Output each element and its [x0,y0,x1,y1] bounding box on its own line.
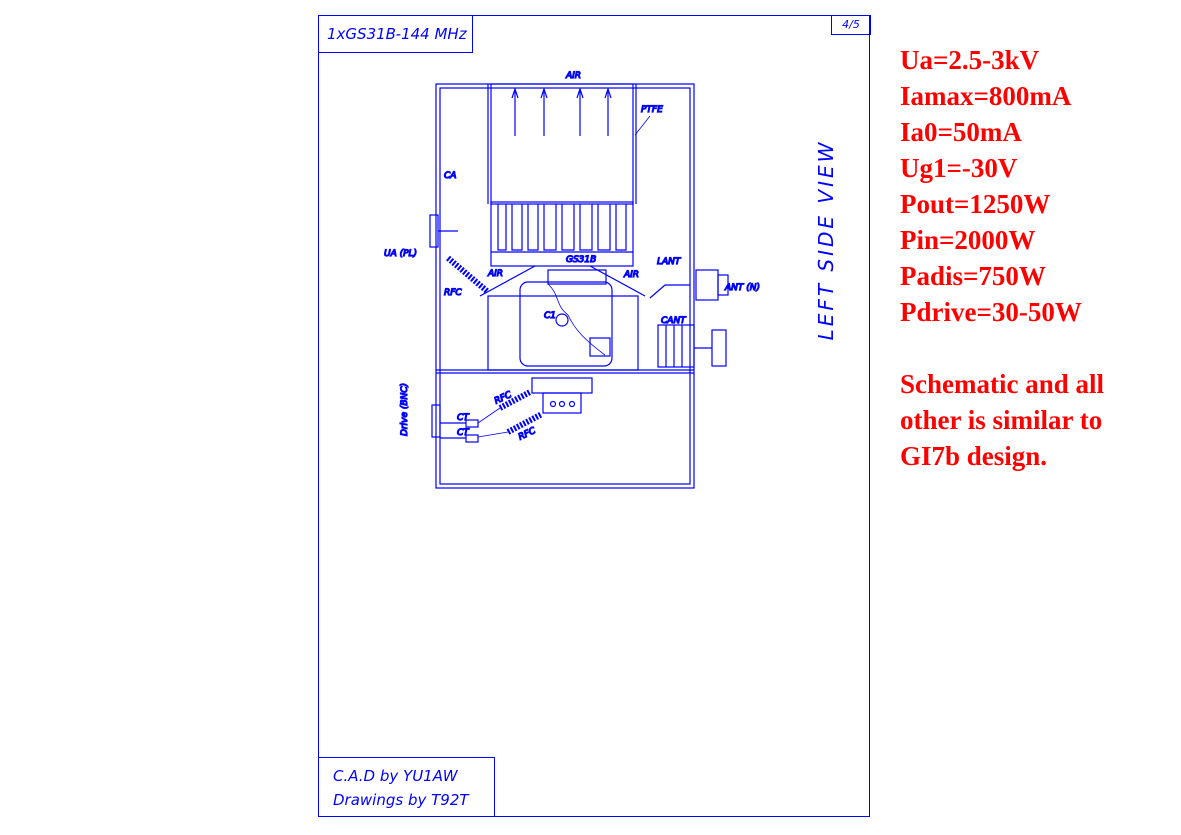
cant-capacitor [657,324,695,368]
spec-pdrive: Pdrive=30-50W [900,297,1082,327]
terminal [558,400,566,408]
spec-padis: Padis=750W [900,261,1046,291]
rfc-coil-anode [446,255,490,295]
spec-pout: Pout=1250W [900,189,1051,219]
terminal [568,400,576,408]
note-line: GI7b design. [900,441,1048,471]
spec-iamax: Iamax=800mA [900,81,1072,111]
label-rfc-top: RFC [444,288,462,298]
rfc-coil-grid-1 [498,389,532,411]
page-number: 4/5 [831,15,871,35]
drawing-title: 1xGS31B-144 MHz [318,15,473,53]
drive-leads [440,422,466,439]
label-ant: ANT (N) [724,283,760,293]
label-ct1: CT [457,413,470,423]
ant-connector-body [717,274,729,296]
label-ca: CA [444,171,456,181]
note-line: Schematic and all [900,369,1105,399]
label-ct2: CT [457,428,470,438]
ant-n-connector [695,269,719,301]
spec-ua: Ua=2.5-3kV [900,45,1040,75]
credit-drawings: Drawings by T92T [333,791,469,809]
terminal [549,400,557,408]
label-ua: UA (PL) [384,249,417,259]
airflow-arrows [511,87,612,136]
credit-cad: C.A.D by YU1AW [333,767,458,785]
lant-strap [649,284,690,299]
housing-inner [439,87,691,485]
grid-terminal-block [542,392,582,414]
label-ptfe: PTFE [641,105,663,115]
label-lant: LANT [657,257,682,267]
c1-hole [555,313,569,327]
spec-ug1: Ug1=-30V [900,153,1018,183]
ptfe-leader [634,115,651,136]
tube-cathode-body [519,281,613,367]
cavity-box [487,295,639,371]
rfc-leads [477,407,509,438]
cant-knob [711,329,727,367]
spec-pin: Pin=2000W [900,225,1036,255]
label-tube: GS31B [566,255,596,265]
drawing-sheet-border [318,15,870,817]
label-cant: CANT [661,316,687,326]
cant-lines [665,325,683,367]
design-note: Schematic and all other is similar to GI… [900,366,1104,474]
label-drive: Drive (BNC) [400,383,410,436]
air-deflector [479,265,646,297]
label-air-right: AIR [623,270,639,280]
ua-connector [429,214,439,248]
ptfe-chimney [490,83,634,205]
credits-box: C.A.D by YU1AW Drawings by T92T [318,757,495,817]
tube-socket [547,269,607,285]
note-line: other is similar to [900,405,1103,435]
fin-lines [497,204,627,251]
rfc-coil-grid-2 [506,411,544,435]
drive-bnc-connector [431,404,441,438]
spec-ia0: Ia0=50mA [900,117,1022,147]
tube-anode-fins [490,201,634,267]
label-c1: C1 [544,311,556,321]
grid-block [531,377,593,394]
spec-list: Ua=2.5-3kV Iamax=800mA Ia0=50mA Ug1=-30V… [900,42,1082,330]
label-air-left: AIR [487,269,503,279]
label-air-top: AIR [565,71,581,81]
cathode-stem [589,337,611,357]
